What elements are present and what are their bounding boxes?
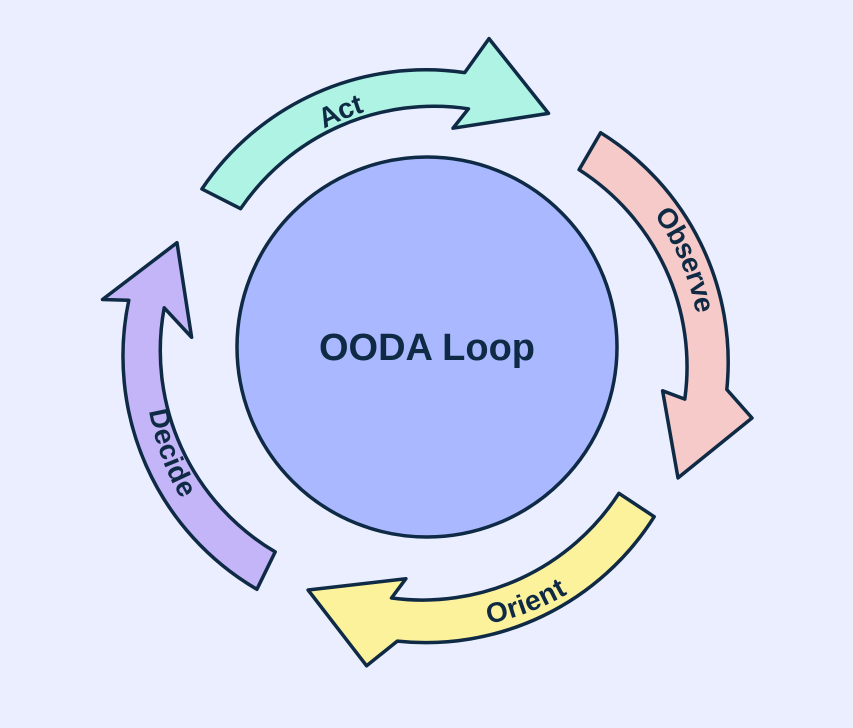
observe-arrow-shape bbox=[577, 130, 754, 480]
decide-arrow-shape bbox=[100, 240, 277, 592]
orient-arrow-shape bbox=[306, 491, 656, 668]
center-circle bbox=[235, 155, 619, 539]
center-title: OODA Loop bbox=[319, 327, 535, 369]
act-arrow-shape bbox=[200, 36, 551, 211]
